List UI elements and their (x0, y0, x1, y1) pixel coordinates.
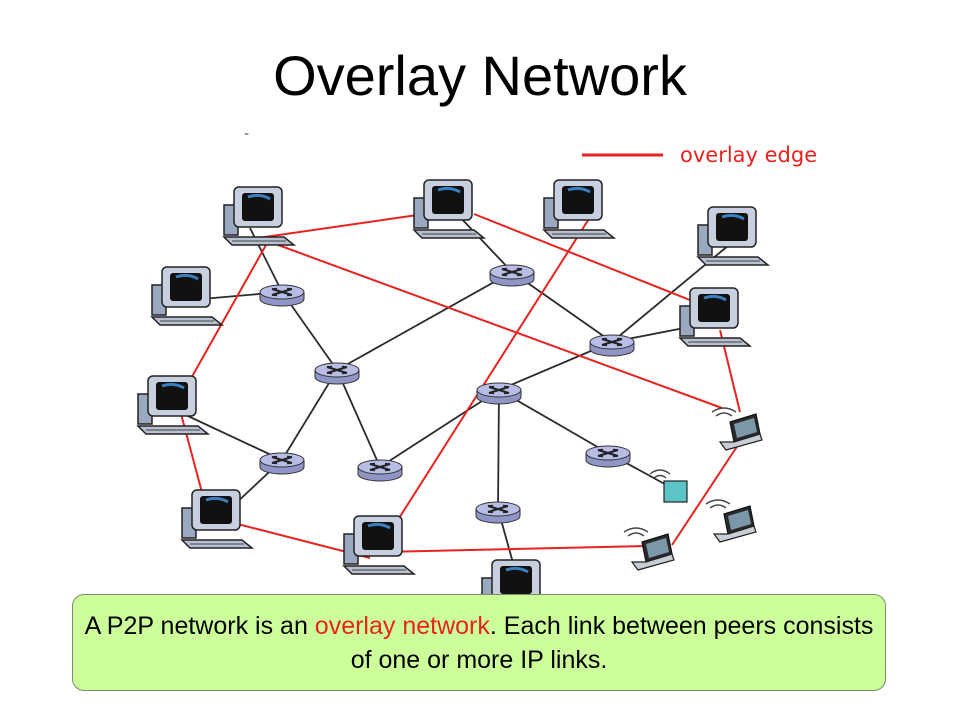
router-icon (314, 362, 360, 385)
caption-box: A P2P network is an overlay network. Eac… (72, 594, 886, 691)
overlay-edge (473, 213, 716, 311)
overlay-edge (269, 241, 723, 409)
ip-link (497, 389, 500, 510)
legend-label: overlay edge (680, 143, 817, 167)
router-icon (476, 382, 522, 405)
stray-mark: - (244, 126, 249, 142)
wireless-laptop-icon (705, 499, 757, 543)
ip-link (174, 409, 283, 461)
caption-text-2: . Each link between peers consists of on… (350, 612, 874, 674)
router-icon (475, 501, 521, 524)
ip-links (174, 214, 736, 589)
router-icon (259, 452, 305, 475)
desktop-computer-icon (136, 374, 210, 436)
router-icon (357, 459, 403, 482)
desktop-computer-icon (678, 286, 752, 348)
wireless-laptop-icon (623, 527, 675, 571)
router-icon (589, 334, 635, 357)
overlay-edge (381, 545, 649, 553)
wireless-device-icon (649, 469, 688, 503)
router-icon (259, 284, 305, 307)
caption-text-1: A P2P network is an (84, 612, 315, 640)
ip-link (457, 214, 513, 273)
ip-link (379, 389, 500, 468)
slide-title: Overlay Network (273, 44, 687, 107)
caption-highlight: overlay network (314, 612, 490, 640)
overlay-edge (671, 441, 741, 546)
ip-link (281, 369, 338, 461)
desktop-computer-icon (696, 205, 770, 267)
overlay-edge (381, 213, 593, 546)
router-icon (585, 445, 631, 468)
desktop-computer-icon (150, 265, 224, 327)
desktop-computer-icon (342, 514, 416, 576)
desktop-computer-icon (222, 185, 296, 247)
ip-link (336, 369, 381, 468)
desktop-computer-icon (542, 178, 616, 240)
overlay-edges (179, 209, 741, 559)
overlay-edge (179, 244, 267, 399)
router-icon (489, 264, 535, 287)
wireless-laptop-icon (711, 407, 763, 451)
ip-link (336, 271, 513, 371)
desktop-computer-icon (412, 178, 486, 240)
